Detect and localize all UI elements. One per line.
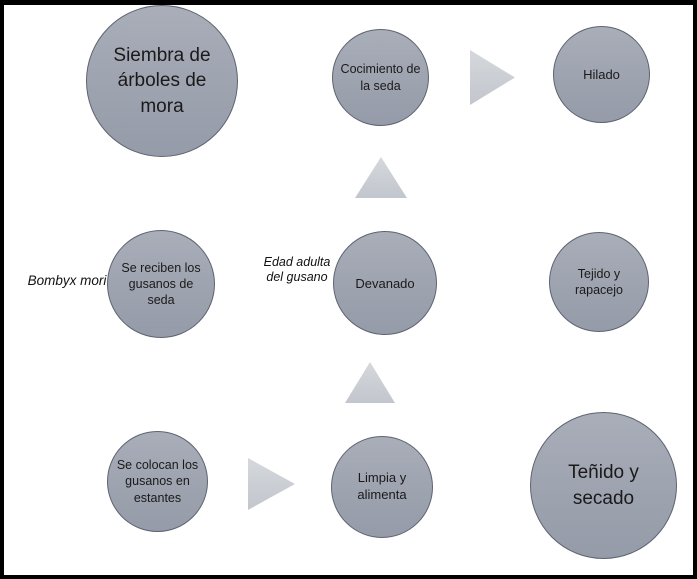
annotation-edad-adulta-gusano: Edad adulta del gusano [263, 255, 331, 284]
arrow-down-icon [572, 353, 628, 393]
arrow-right-icon [248, 458, 295, 510]
node-label: Siembra de árboles de mora [113, 44, 211, 117]
process-step-cocimiento-seda: Cocimiento de la seda [332, 29, 429, 126]
arrow-up-icon [345, 362, 395, 403]
process-step-se-colocan-gusanos: Se colocan los gusanos en estantes [107, 431, 208, 532]
arrow-down-icon [130, 363, 183, 405]
arrow-up-icon [355, 157, 407, 198]
arrow-down-icon [133, 170, 188, 213]
process-step-limpia-alimenta: Limpia y alimenta [331, 436, 433, 538]
process-step-se-reciben-gusanos: Se reciben los gusanos de seda [107, 230, 215, 338]
arrow-right-icon [470, 50, 515, 105]
node-label: Hilado [583, 67, 620, 82]
process-step-hilado: Hilado [553, 26, 650, 123]
node-label: Cocimiento de la seda [340, 62, 421, 93]
process-step-tenido-secado: Teñido y secado [530, 412, 677, 559]
node-label: Limpia y alimenta [357, 470, 407, 502]
process-step-devanado: Devanado [333, 231, 437, 335]
node-label: Se colocan los gusanos en estantes [116, 458, 199, 505]
node-label: Teñido y secado [568, 461, 639, 509]
process-step-siembra-arboles-mora: Siembra de árboles de mora [86, 5, 238, 157]
annotation-bombyx-mori: Bombyx mori [27, 273, 107, 288]
node-label: Devanado [355, 275, 415, 291]
arrow-down-icon [573, 160, 630, 202]
process-step-tejido-rapacejo: Tejido y rapacejo [549, 232, 649, 332]
node-label: Se reciben los gusanos de seda [121, 260, 201, 308]
node-label: Tejido y rapacejo [575, 266, 623, 297]
